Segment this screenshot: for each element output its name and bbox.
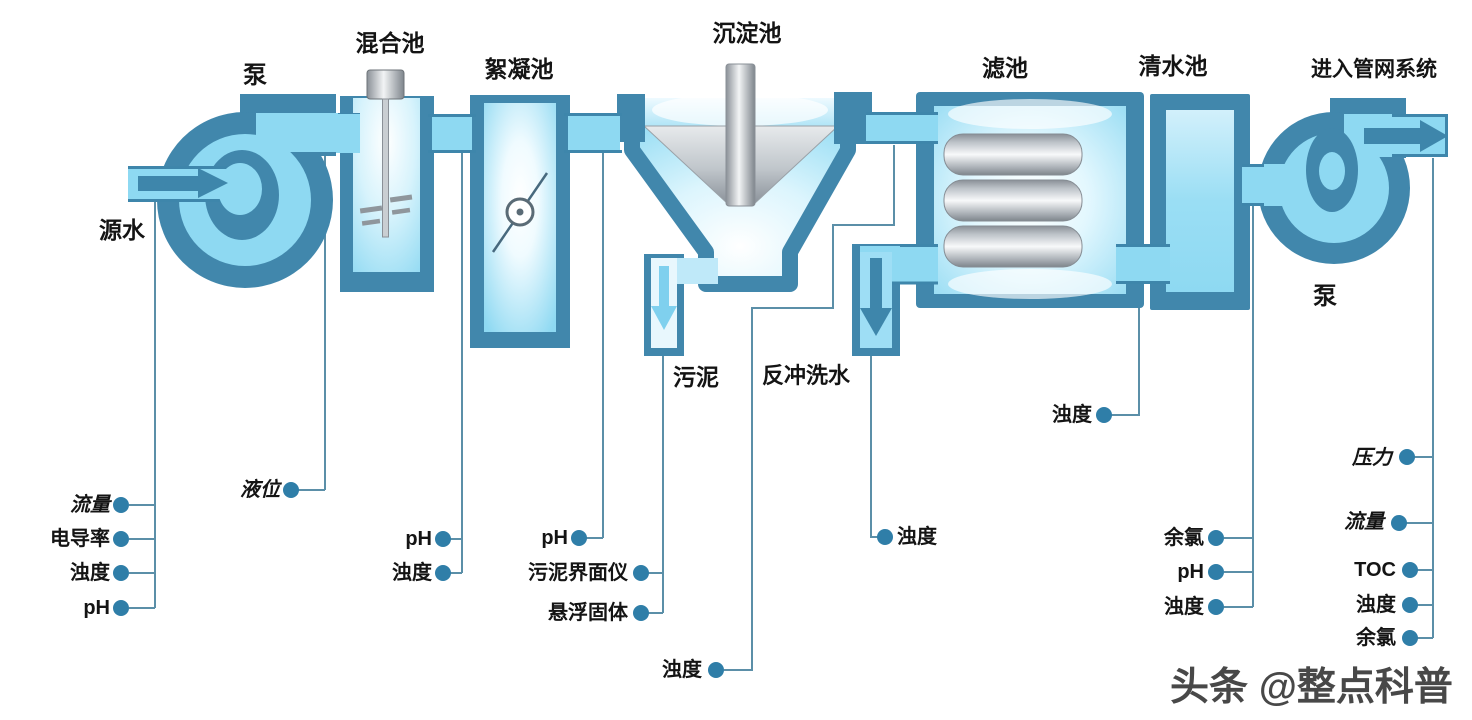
- output-sensor-line: [1406, 158, 1434, 639]
- floc-ph-label: pH: [405, 528, 432, 550]
- out-chlorine-label: 余氯: [1356, 627, 1396, 649]
- pipe-floc-sed: [564, 113, 622, 153]
- sensor-dots: [113, 407, 1418, 678]
- source-turbidity-label: 浊度: [70, 562, 110, 584]
- pump2-hub: [1319, 152, 1345, 190]
- cw-chlorine-label: 余氯: [1164, 527, 1204, 549]
- sludge-sensor-line: [648, 352, 664, 614]
- clarifier-shaft: [725, 63, 756, 207]
- sensor-lines: [129, 145, 1434, 671]
- mixer-shaft: [382, 98, 389, 238]
- flocculation-tank-label: 絮凝池: [484, 56, 554, 82]
- out-toc-label: TOC: [1354, 559, 1396, 581]
- out-turbidity-label: 浊度: [1356, 594, 1396, 616]
- flocculator-icon: [491, 172, 549, 253]
- filter-media-cylinders: [943, 133, 1083, 268]
- source-conductivity-label: 电导率: [50, 528, 110, 550]
- network-flow-arrow-icon: [1364, 120, 1448, 152]
- filter-outlet-sensor-line: [1111, 285, 1140, 416]
- backwash-sensor-line: [870, 352, 878, 538]
- pipe-sed-filter: [866, 112, 938, 144]
- backwash-arrow-icon: [860, 258, 892, 336]
- pipe-filter-clearwater: [1116, 244, 1170, 284]
- sedimentation-tank: [617, 63, 872, 356]
- backwash-pipe: [852, 244, 938, 356]
- out-flow-label: 流量: [1344, 509, 1384, 533]
- pipe-mix-floc: [428, 114, 476, 153]
- sludge-label: 污泥: [673, 364, 719, 390]
- sludge-pipe: [644, 254, 718, 356]
- pump2-label: 泵: [1313, 283, 1337, 310]
- source-ph-label: pH: [83, 597, 110, 619]
- outlet-block: [834, 92, 872, 144]
- pump1-label: 泵: [243, 62, 267, 89]
- backwash-label: 反冲洗水: [761, 363, 850, 388]
- mixing-level-label: 液位: [240, 477, 280, 501]
- sed-inlet-sensor-line: [586, 151, 604, 539]
- sed-outlet-sensor-line: [724, 145, 895, 671]
- source-sensor-line: [129, 200, 156, 609]
- funnel-wall: [624, 120, 856, 292]
- clearwater-tank-label: 清水池: [1138, 53, 1208, 79]
- source-flow-label: 流量: [70, 492, 110, 516]
- mixing-tank-label: 混合池: [355, 30, 425, 56]
- cw-ph-label: pH: [1177, 561, 1204, 583]
- pump-2: [1242, 98, 1448, 264]
- floc-turbidity-label: 浊度: [392, 562, 432, 584]
- pipe-clearwater-pump: [1242, 164, 1304, 206]
- cw-turbidity-label: 浊度: [1164, 596, 1204, 618]
- backwash-turbidity-label: 浊度: [897, 526, 937, 548]
- sed-ph-label: pH: [541, 527, 568, 549]
- mixer-impeller-icon: [359, 194, 413, 226]
- sed-turbidity-label: 浊度: [662, 659, 702, 681]
- clearwater-tank: [1150, 94, 1250, 310]
- network-label: 进入管网系统: [1311, 58, 1437, 81]
- pipe-pump-mixing: [336, 114, 360, 153]
- left-rim: [617, 94, 645, 142]
- mixer-motor: [366, 69, 405, 100]
- out-pressure-label: 压力: [1352, 445, 1392, 469]
- clearwater-sensor-line: [1224, 206, 1254, 608]
- filter-tank: [916, 92, 1144, 308]
- pump1-hub: [218, 163, 262, 215]
- flocculation-tank: [470, 95, 570, 348]
- pipes: [428, 112, 1170, 284]
- sedimentation-tank-label: 沉淀池: [712, 20, 782, 46]
- filter-turbidity-label: 浊度: [1052, 404, 1092, 426]
- pump-1: [128, 94, 360, 288]
- source-flow-arrow-icon: [138, 168, 228, 198]
- sludge-interface-label: 污泥界面仪: [528, 562, 628, 584]
- filter-tank-label: 滤池: [982, 55, 1028, 81]
- suspended-solids-label: 悬浮固体: [548, 602, 628, 624]
- mixing-tank: [340, 69, 434, 292]
- sludge-arrow-icon: [651, 266, 677, 330]
- watermark: 头条 @整点科普: [1170, 666, 1453, 709]
- floc-sensor-line: [450, 152, 463, 574]
- source-water-label: 源水: [99, 217, 145, 243]
